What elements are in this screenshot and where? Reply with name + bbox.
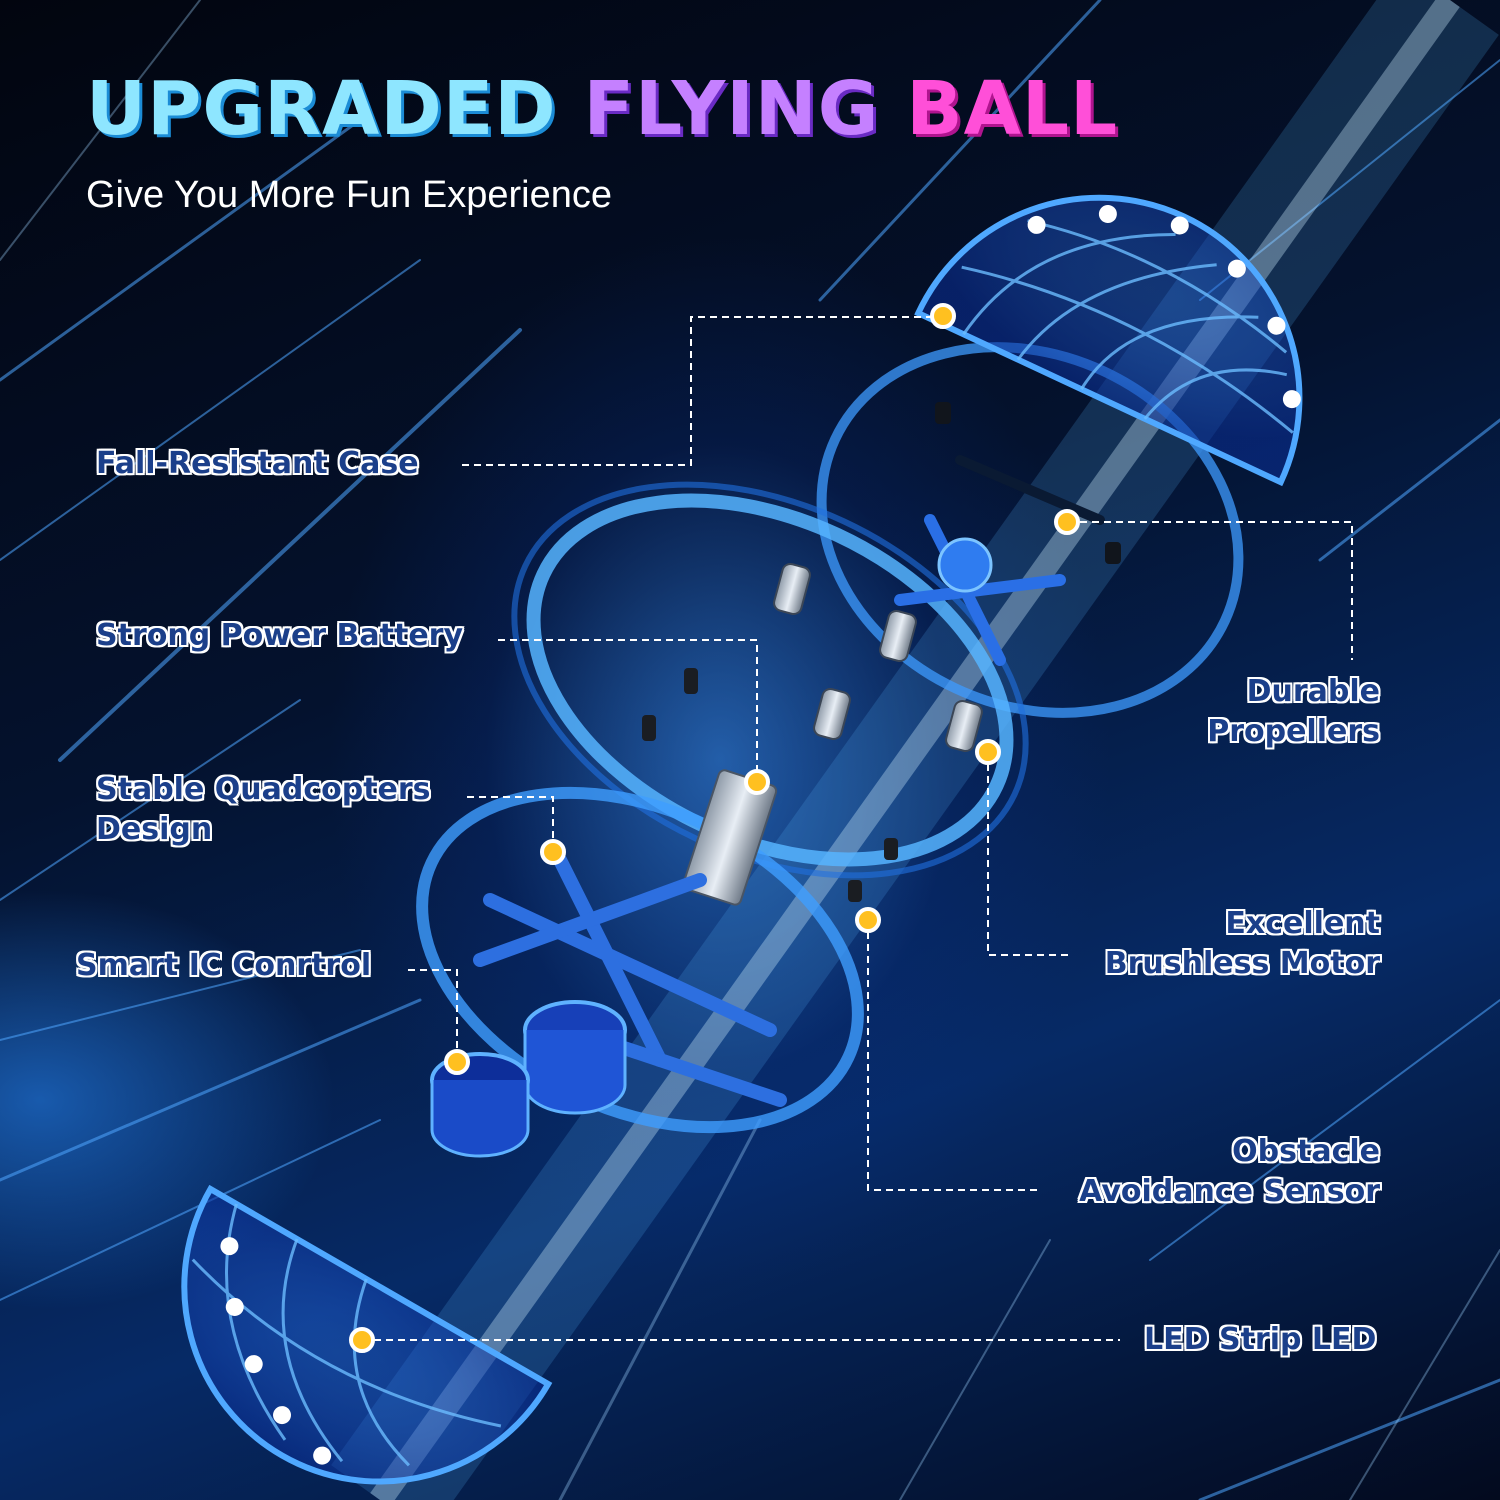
marker-case <box>930 303 956 329</box>
label-motor-line2: Brushless Motor <box>1104 946 1380 981</box>
callout-markers <box>349 303 1080 1353</box>
control-board <box>430 1000 627 1158</box>
subtitle: Give You More Fun Experience <box>86 174 612 216</box>
top-shell <box>914 194 1303 487</box>
headline-word-flying: FLYING <box>583 66 880 152</box>
headline-word-ball: BALL <box>906 66 1119 152</box>
label-ic-text: Smart IC Conrtrol <box>76 948 372 983</box>
label-strong-power-battery: Strong Power Battery <box>96 616 463 656</box>
marker-sensor <box>855 907 881 933</box>
quadcopter-frame <box>473 853 787 1107</box>
label-propellers-line2: Propellers <box>1207 714 1380 749</box>
marker-led <box>349 1327 375 1353</box>
marker-motor <box>975 739 1001 765</box>
label-excellent-brushless-motor: Excellent Brushless Motor <box>1105 904 1380 984</box>
label-led-strip: LED Strip LED <box>1144 1320 1376 1360</box>
label-propellers-line1: Durable <box>1246 674 1380 709</box>
bottom-shell <box>181 1184 553 1485</box>
marker-propellers <box>1054 509 1080 535</box>
motors <box>773 562 983 753</box>
label-case-text: Fall-Resistant Case <box>96 446 419 481</box>
label-fall-resistant-case: Fall-Resistant Case <box>96 444 419 484</box>
marker-battery <box>744 769 770 795</box>
label-stable-quadcopters-design: Stable Quadcopters Design <box>96 770 431 850</box>
label-durable-propellers: Durable Propellers <box>1207 672 1380 752</box>
label-motor-line1: Excellent <box>1225 906 1380 941</box>
label-sensor-line2: Avoidance Sensor <box>1079 1174 1380 1209</box>
label-smart-ic-control: Smart IC Conrtrol <box>76 946 371 986</box>
label-quad-line2: Design <box>96 812 213 847</box>
marker-ic <box>444 1049 470 1075</box>
headline-word-upgraded: UPGRADED <box>86 66 557 152</box>
label-obstacle-avoidance-sensor: Obstacle Avoidance Sensor <box>1079 1132 1380 1212</box>
label-sensor-line1: Obstacle <box>1232 1134 1380 1169</box>
label-quad-line1: Stable Quadcopters <box>96 772 431 807</box>
leader-lines <box>362 316 1353 1341</box>
headline: UPGRADED FLYING BALL <box>86 72 1118 146</box>
propeller-assembly <box>894 402 1121 666</box>
marker-quad <box>540 839 566 865</box>
label-battery-text: Strong Power Battery <box>96 618 464 653</box>
label-led-text: LED Strip LED <box>1144 1322 1377 1357</box>
small-parts <box>642 668 898 902</box>
